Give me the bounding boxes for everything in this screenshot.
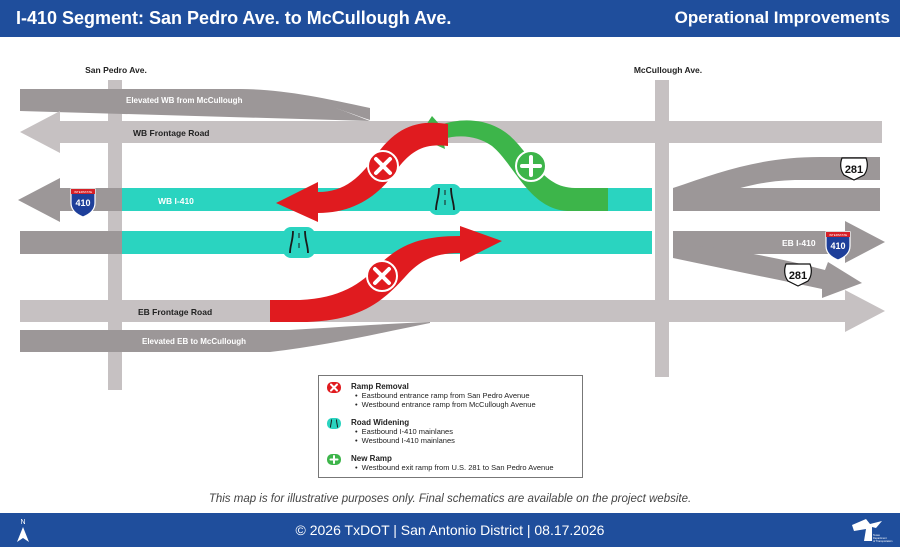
us281-wb-ramp [673,157,880,211]
project-map: INTERSTATE 410 INTERSTATE 410 281 281 Sa… [18,65,885,390]
elevated-wb-fill [20,89,240,111]
east-wb-stub [673,188,880,211]
svg-text:Department: Department [873,536,887,540]
new-ramp [418,116,608,211]
wb-widening-icon [429,184,461,215]
new-ramp-icon [327,454,341,465]
eb-frontage-road [20,290,885,332]
label-san-pedro: San Pedro Ave. [85,65,147,75]
label-elevated-wb: Elevated WB from McCullough [126,96,243,105]
page-subtitle: Operational Improvements [674,8,890,27]
north-arrow-icon: N [17,519,29,542]
legend-item: Eastbound I-410 mainlanes [362,427,455,436]
label-wb-frontage: WB Frontage Road [133,128,210,138]
us281-number-south: 281 [789,270,807,282]
eb-i410-widening [122,231,652,254]
road-widening-icon [327,418,341,429]
us-281-shield-north: 281 [840,157,868,181]
interstate-410-shield-west: INTERSTATE 410 [70,188,96,218]
legend-item: Westbound exit ramp from U.S. 281 to San… [362,463,554,472]
legend-item: Westbound entrance ramp from McCullough … [362,400,536,409]
header-bar: I-410 Segment: San Pedro Ave. to McCullo… [0,0,900,37]
shield-number-west: 410 [75,198,90,208]
svg-text:N: N [20,519,25,526]
legend-road-widening-title: Road Widening [351,418,410,427]
svg-text:Texas: Texas [873,533,880,537]
footer-bar: N © 2026 TxDOT | San Antonio District | … [0,513,900,547]
footer-text: © 2026 TxDOT | San Antonio District | 08… [295,522,605,538]
legend-item: Eastbound entrance ramp from San Pedro A… [362,391,536,400]
label-mccullough: McCullough Ave. [634,65,702,75]
label-elevated-eb: Elevated EB to McCullough [142,337,246,346]
disclaimer: This map is for illustrative purposes on… [208,493,692,505]
us281-eb-ramp [673,244,862,298]
new-ramp-plus-icon [515,150,547,182]
label-eb-i410: EB I-410 [782,238,816,248]
map-legend: Ramp Removal Eastbound entrance ramp fro… [318,375,583,478]
legend-new-ramp-title: New Ramp [351,454,392,463]
shield-number-east: 410 [830,241,845,251]
label-eb-frontage: EB Frontage Road [138,307,212,317]
page-title: I-410 Segment: San Pedro Ave. to McCullo… [16,8,452,28]
us281-number-north: 281 [845,164,863,176]
svg-text:of Transportation: of Transportation [873,539,893,543]
txdot-logo: Texas Department of Transportation [852,519,893,543]
us-281-shield-south: 281 [784,263,812,287]
wb-removed-ramp [276,122,448,222]
ramp-removal-icon [327,382,341,393]
interstate-410-shield-east: INTERSTATE 410 [825,231,851,261]
wb-i410-widening [122,188,652,211]
label-wb-i410: WB I-410 [158,196,194,206]
shield-banner-west: INTERSTATE [74,190,92,194]
wb-removal-icon [367,150,399,182]
legend-ramp-removal-title: Ramp Removal [351,382,409,391]
legend-item: Westbound I-410 mainlanes [362,436,455,445]
elevated-eb-road [20,322,430,352]
shield-banner-east: INTERSTATE [829,233,847,237]
eb-removal-icon [366,260,398,292]
eb-widening-icon [283,227,315,258]
